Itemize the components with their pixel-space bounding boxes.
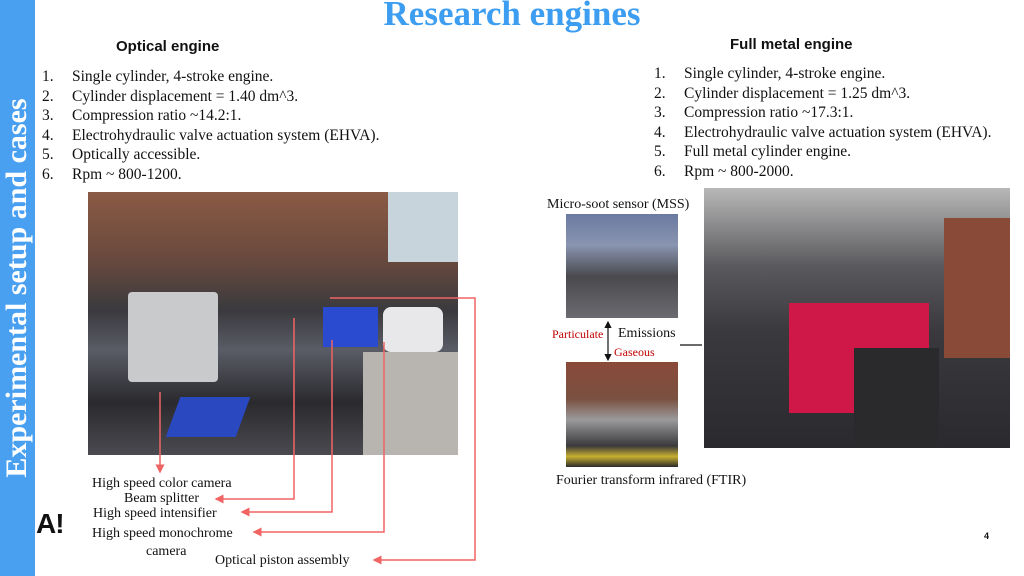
gaseous-label: Gaseous	[614, 345, 655, 359]
list-item: 4. Electrohydraulic valve actuation syste…	[654, 123, 991, 143]
arrow-beam-splitter	[214, 318, 295, 504]
list-item: 1. Single cylinder, 4-stroke engine.	[42, 67, 379, 87]
emissions-label: Emissions	[618, 326, 676, 341]
list-item: 2. Cylinder displacement = 1.40 dm^3.	[42, 87, 379, 107]
optical-heading: Optical engine	[116, 38, 220, 55]
piston-label: Optical piston assembly	[215, 553, 350, 568]
list-item: 1. Single cylinder, 4-stroke engine.	[654, 64, 991, 84]
item-text: Rpm ~ 800-1200.	[72, 165, 182, 183]
item-number: 6.	[654, 162, 666, 180]
mss-photo	[566, 214, 678, 318]
sidebar: Experimental setup and cases	[0, 0, 35, 576]
aalto-logo: A!	[36, 508, 65, 539]
item-number: 5.	[654, 143, 666, 160]
list-item: 4. Electrohydraulic valve actuation syste…	[42, 126, 379, 146]
item-number: 1.	[42, 68, 54, 85]
item-text: Compression ratio ~17.3:1.	[684, 104, 854, 121]
mono-camera-label-1: High speed monochrome	[92, 526, 233, 541]
color-camera-label: High speed color camera	[92, 476, 232, 491]
list-item: 2. Cylinder displacement = 1.25 dm^3.	[654, 84, 991, 104]
optical-engine-photo	[88, 192, 458, 455]
item-text: Cylinder displacement = 1.40 dm^3.	[72, 87, 299, 105]
arrow-intensifier	[240, 340, 333, 517]
intensifier-label: High speed intensifier	[93, 506, 217, 521]
list-item: 3. Compression ratio ~14.2:1.	[42, 106, 379, 126]
item-text: Optically accessible.	[72, 146, 201, 163]
list-item: 5. Full metal cylinder engine.	[654, 142, 991, 162]
list-item: 6. Rpm ~ 800-2000.	[654, 162, 991, 182]
metal-engine-photo	[704, 188, 1010, 448]
item-number: 3.	[42, 107, 54, 124]
item-text: Full metal cylinder engine.	[684, 143, 852, 160]
ftir-photo	[566, 362, 678, 467]
particulate-label: Particulate	[552, 327, 604, 341]
item-text: Electrohydraulic valve actuation system …	[72, 126, 380, 144]
ftir-label: Fourier transform infrared (FTIR)	[556, 473, 747, 488]
item-number: 4.	[654, 123, 666, 141]
metal-heading: Full metal engine	[730, 36, 853, 53]
item-number: 2.	[42, 87, 54, 105]
list-item: 3. Compression ratio ~17.3:1.	[654, 103, 991, 123]
item-text: Single cylinder, 4-stroke engine.	[684, 65, 886, 82]
slide-title: Research engines	[383, 0, 641, 33]
item-text: Cylinder displacement = 1.25 dm^3.	[684, 84, 911, 102]
mono-camera-label-2: camera	[146, 544, 187, 559]
optical-list: 1. Single cylinder, 4-stroke engine. 2. Cyl…	[42, 67, 379, 184]
item-number: 6.	[42, 165, 54, 183]
beam-splitter-label: Beam splitter	[124, 491, 200, 506]
page-number: 4	[984, 531, 990, 541]
arrow-piston	[330, 297, 476, 565]
list-item: 6. Rpm ~ 800-1200.	[42, 165, 379, 185]
item-text: Compression ratio ~14.2:1.	[72, 107, 242, 124]
item-number: 1.	[654, 65, 666, 82]
item-text: Rpm ~ 800-2000.	[684, 162, 794, 180]
item-number: 5.	[42, 146, 54, 163]
item-number: 4.	[42, 126, 54, 144]
item-number: 2.	[654, 84, 666, 102]
list-item: 5. Optically accessible.	[42, 145, 379, 165]
item-text: Electrohydraulic valve actuation system …	[684, 123, 992, 141]
metal-list: 1. Single cylinder, 4-stroke engine. 2. Cyl…	[654, 64, 991, 181]
item-text: Single cylinder, 4-stroke engine.	[72, 68, 274, 85]
arrow-mono-camera	[252, 342, 385, 537]
item-number: 3.	[654, 104, 666, 121]
mss-label: Micro-soot sensor (MSS)	[547, 197, 690, 212]
